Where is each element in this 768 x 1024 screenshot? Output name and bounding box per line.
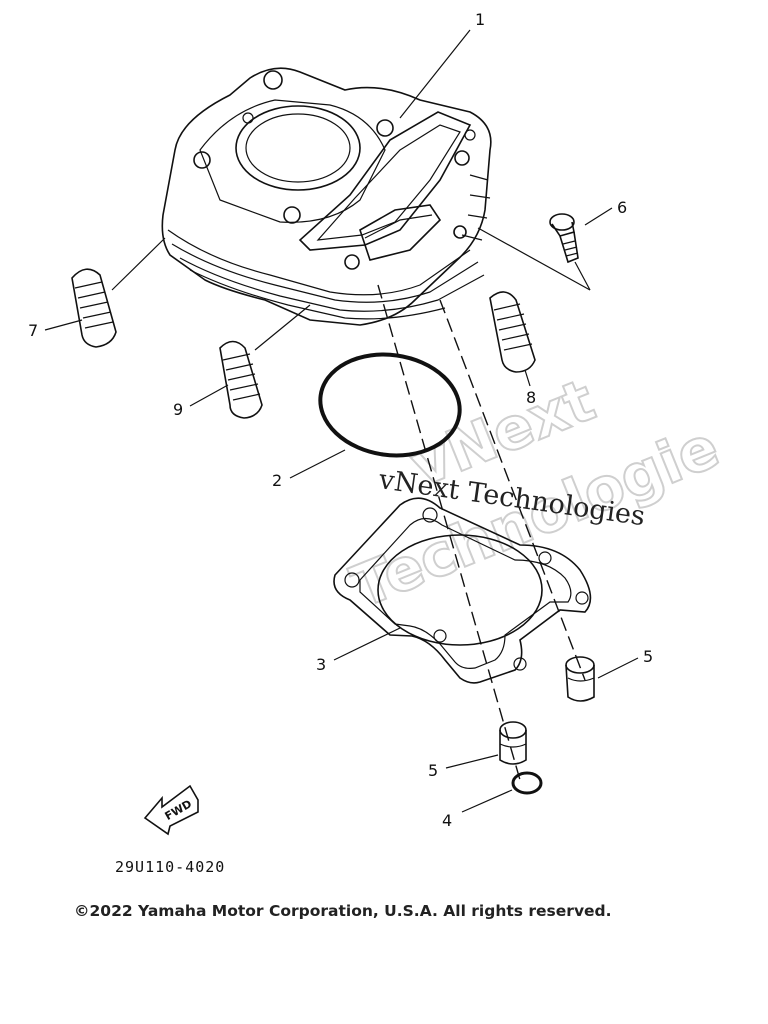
cylinder-part	[161, 67, 492, 326]
callout-8: 8	[526, 388, 536, 407]
callout-6: 6	[617, 198, 627, 217]
callout-5-lower: 5	[428, 761, 438, 780]
callout-5-right: 5	[643, 647, 653, 666]
bolt-part	[549, 213, 579, 264]
watermark-outline: vNext Technologie	[341, 365, 729, 622]
callout-3: 3	[316, 655, 326, 674]
callout-9: 9	[173, 400, 183, 419]
fwd-arrow-icon: FWD	[143, 784, 199, 836]
callout-4: 4	[442, 811, 452, 830]
callout-7: 7	[28, 321, 38, 340]
dowel-part	[565, 656, 595, 702]
pin-part	[219, 340, 263, 419]
callout-1: 1	[475, 10, 485, 29]
callout-2: 2	[272, 471, 282, 490]
pin-part	[489, 291, 536, 373]
copyright-notice: ©2022 Yamaha Motor Corporation, U.S.A. A…	[74, 902, 612, 920]
gasket-part	[333, 497, 592, 684]
pin-part	[71, 268, 117, 348]
washer-part	[511, 771, 543, 795]
dowel-part	[499, 721, 527, 765]
fwd-label: FWD	[163, 797, 194, 823]
diagram-code: 29U110-4020	[115, 858, 225, 876]
o-ring-part	[318, 352, 462, 458]
